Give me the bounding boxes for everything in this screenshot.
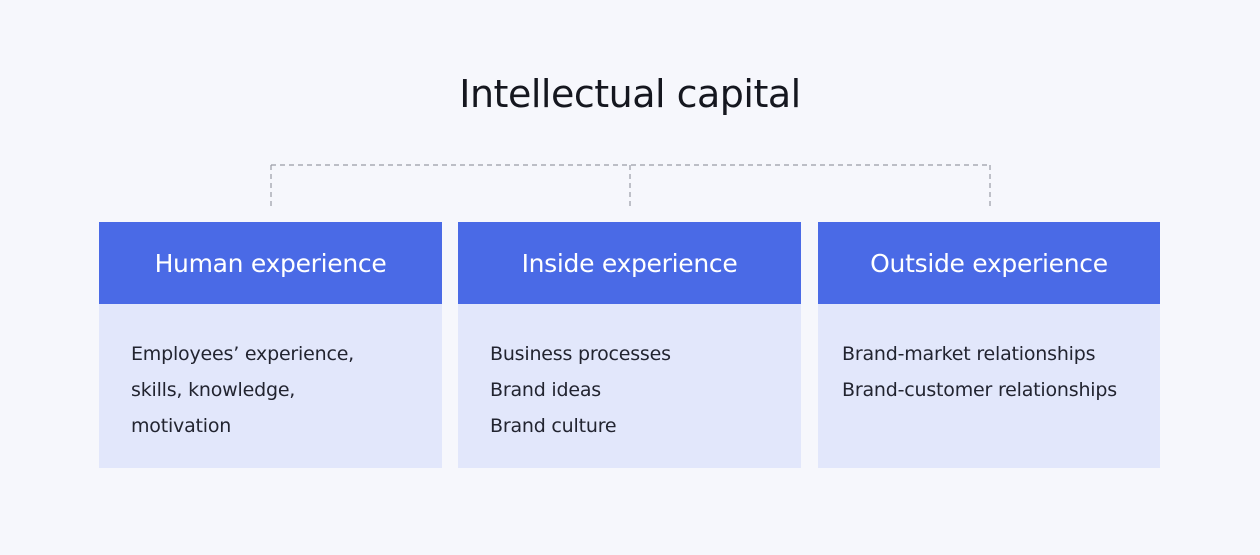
column-body: Brand-market relationships Brand-custome… <box>818 304 1160 468</box>
list-item: Brand-market relationships <box>842 343 1096 365</box>
column-inside-experience: Inside experience Business processes Bra… <box>458 222 801 468</box>
list-item: Brand-customer relationships <box>842 379 1117 401</box>
column-heading: Outside experience <box>818 222 1160 304</box>
column-heading: Human experience <box>99 222 442 304</box>
list-item: Employees’ experience, <box>131 343 355 365</box>
list-item: skills, knowledge, <box>131 379 296 401</box>
list-item: Business processes <box>490 343 671 365</box>
column-human-experience: Human experience Employees’ experience, … <box>99 222 442 468</box>
column-outside-experience: Outside experience Brand-market relation… <box>818 222 1160 468</box>
column-body: Employees’ experience, skills, knowledge… <box>99 304 442 468</box>
diagram-title: Intellectual capital <box>459 72 801 116</box>
list-item: motivation <box>131 415 232 437</box>
column-body: Business processes Brand ideas Brand cul… <box>458 304 801 468</box>
list-item: Brand culture <box>490 415 617 437</box>
list-item: Brand ideas <box>490 379 602 401</box>
column-heading: Inside experience <box>458 222 801 304</box>
